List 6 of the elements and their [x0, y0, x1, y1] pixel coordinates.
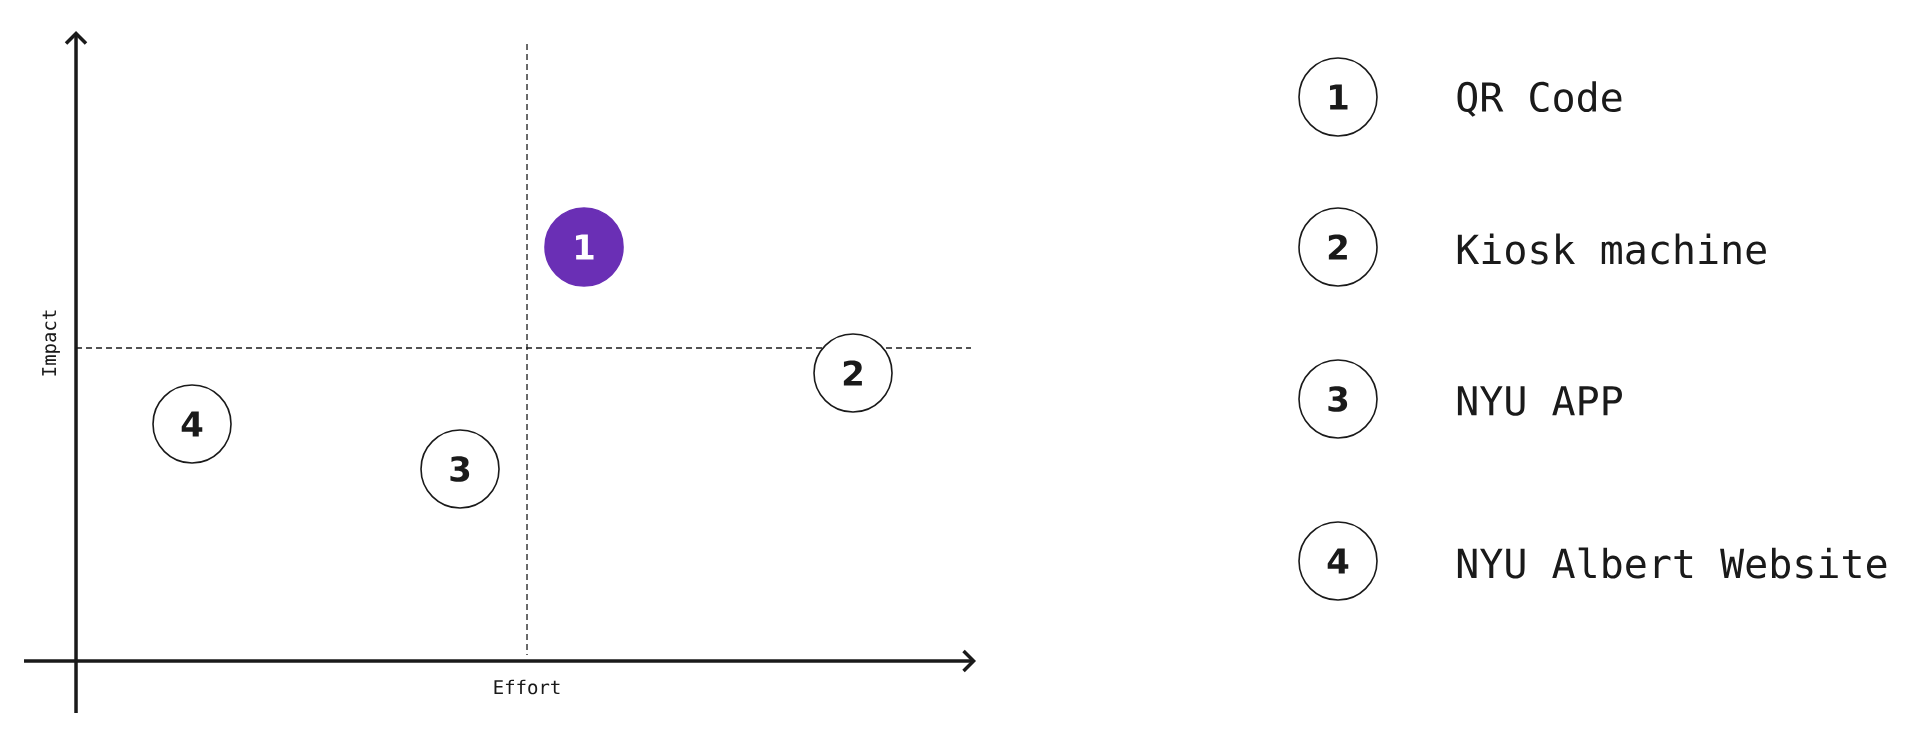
item-label: NYU APP: [1457, 386, 1622, 416]
item-label: Kiosk machine: [1457, 233, 1766, 265]
item-label: QR Code: [1457, 81, 1622, 117]
item-label: NYU Albert Website: [1457, 547, 1887, 579]
axis-label: Effort: [494, 679, 560, 695]
axis-label: Impact: [42, 310, 60, 376]
